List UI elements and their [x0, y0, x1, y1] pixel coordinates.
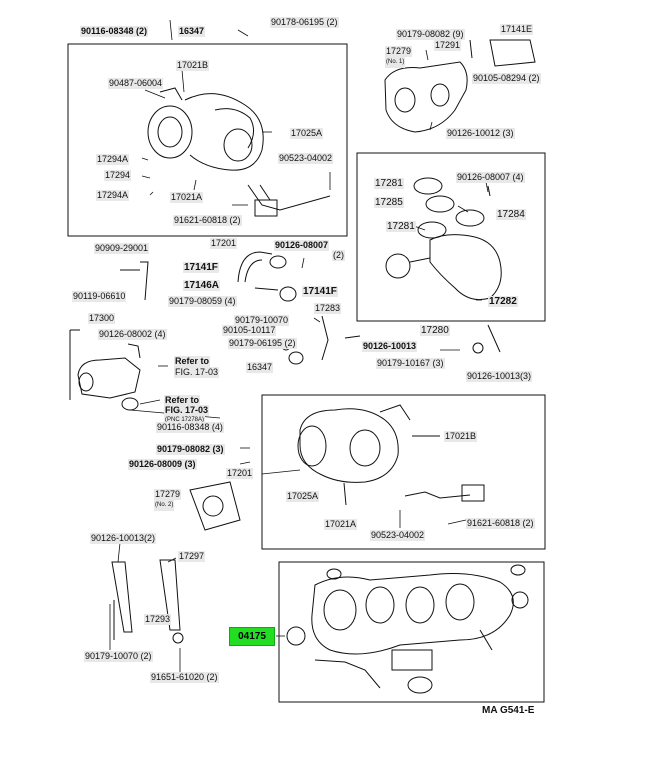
label-90126-08002: 90126-08002 (4) — [98, 329, 167, 340]
label-04175-highlighted[interactable]: 04175 — [229, 627, 275, 646]
label-17291: 17291 — [434, 40, 462, 51]
label-17282: 17282 — [488, 296, 518, 307]
frame-manifold-upper — [356, 152, 546, 322]
label-fig-17-03-1: FIG. 17-03 — [174, 367, 220, 378]
label-90179-06195-mid: 90179-06195 (2) — [228, 338, 297, 349]
label-refer-to-1: Refer to — [174, 356, 211, 367]
label-17021a-mid: 17021A — [324, 519, 358, 530]
label-17281-1: 17281 — [374, 178, 404, 189]
frame-manifold-lower — [278, 561, 545, 703]
label-17284: 17284 — [496, 209, 526, 220]
label-17281-2: 17281 — [386, 221, 416, 232]
label-pnc-17278a: (PNC 17278A) — [164, 415, 206, 426]
label-17025a-mid: 17025A — [286, 491, 320, 502]
label-17021b-top: 17021B — [176, 60, 210, 71]
label-17280: 17280 — [420, 325, 450, 336]
gasket-17279-sketch — [189, 481, 241, 531]
manifold-lower-sketch — [286, 564, 529, 694]
label-90523-04002-mid: 90523-04002 — [370, 530, 426, 541]
label-90126-08007-mid: 90126-08007 — [274, 240, 330, 251]
label-17025a-top: 17025A — [290, 128, 324, 139]
label-17285: 17285 — [374, 197, 404, 208]
label-90126-10013-mid: 90126-10013 — [362, 341, 418, 352]
label-17293: 17293 — [144, 614, 172, 625]
manifold-top-sketch — [384, 39, 536, 133]
frame-turbo-lower — [261, 394, 546, 550]
label-17294: 17294 — [104, 170, 132, 181]
turbo-upper-sketch — [147, 87, 331, 217]
label-17300: 17300 — [88, 313, 116, 324]
label-17021a-top: 17021A — [170, 192, 204, 203]
label-90126-08007-mid-qty: (2) — [332, 250, 345, 261]
label-17021b-mid: 17021B — [444, 431, 478, 442]
label-90126-10013-2: 90126-10013(2) — [90, 533, 157, 544]
label-90179-08082-9: 90179-08082 (9) — [396, 29, 465, 40]
label-16347-top: 16347 — [178, 26, 206, 37]
label-90523-04002-top: 90523-04002 — [278, 153, 334, 164]
label-16347-mid: 16347 — [246, 362, 274, 373]
label-17146a: 17146A — [183, 280, 221, 291]
label-90105-08294: 90105-08294 (2) — [472, 73, 541, 84]
label-17297: 17297 — [178, 551, 206, 562]
label-17279-mid: 17279 — [154, 489, 182, 500]
label-90119-06610: 90119-06610 — [72, 291, 127, 302]
label-90179-08082-3: 90179-08082 (3) — [156, 444, 225, 455]
label-90126-08007-top: 90126-08007 (4) — [456, 172, 525, 183]
label-91621-60818: 91621-60818 (2) — [173, 215, 242, 226]
label-17283: 17283 — [314, 303, 342, 314]
small-bracket-sketch — [281, 315, 501, 365]
brackets-lower-left — [111, 559, 184, 644]
label-fig-17-03-2: FIG. 17-03 — [164, 405, 210, 416]
label-90116-08348-mid: 90116-08348 (4) — [156, 422, 224, 433]
label-90126-10012: 90126-10012 (3) — [446, 128, 515, 139]
label-17141f-1: 17141F — [183, 262, 219, 273]
manifold-mid-sketch — [385, 177, 502, 301]
label-refer-to-2: Refer to — [164, 395, 201, 406]
frame-turbo-upper — [67, 43, 348, 237]
label-17141f-2: 17141F — [302, 286, 338, 297]
turbo-lower-sketch — [297, 404, 485, 506]
figure-code: MA G541-E — [482, 705, 535, 716]
oil-pipe-sketch — [120, 251, 297, 302]
label-90178-06195: 90178-06195 (2) — [270, 17, 339, 28]
water-pipe-sketch — [69, 329, 141, 411]
label-90116-08348-top: 90116-08348 (2) — [80, 26, 149, 37]
label-90179-10070-mid: 90179-10070 — [234, 315, 290, 326]
label-17294a-2: 17294A — [96, 190, 130, 201]
label-90909-29001: 90909-29001 — [94, 243, 150, 254]
label-90126-10013-3: 90126-10013(3) — [466, 371, 533, 382]
label-91621-60818-mid: 91621-60818 (2) — [466, 518, 535, 529]
label-17201-top: 17201 — [210, 238, 238, 249]
label-90487-06004: 90487-06004 — [108, 78, 164, 89]
label-17201-mid: 17201 — [226, 468, 254, 479]
label-17141e: 17141E — [500, 24, 534, 35]
label-91651-61020: 91651-61020 (2) — [150, 672, 219, 683]
label-17294a-1: 17294A — [96, 154, 130, 165]
label-17279-top: 17279 — [385, 46, 413, 57]
label-90105-10117: 90105-10117 — [222, 325, 277, 336]
label-17279-mid-sub: (No. 2) — [154, 500, 175, 511]
label-90126-08009: 90126-08009 (3) — [128, 459, 197, 470]
label-90179-10167: 90179-10167 (3) — [376, 358, 445, 369]
label-90179-10070-2: 90179-10070 (2) — [84, 651, 153, 662]
label-17279-top-sub: (No. 1) — [385, 57, 406, 68]
label-90179-08059: 90179-08059 (4) — [168, 296, 237, 307]
